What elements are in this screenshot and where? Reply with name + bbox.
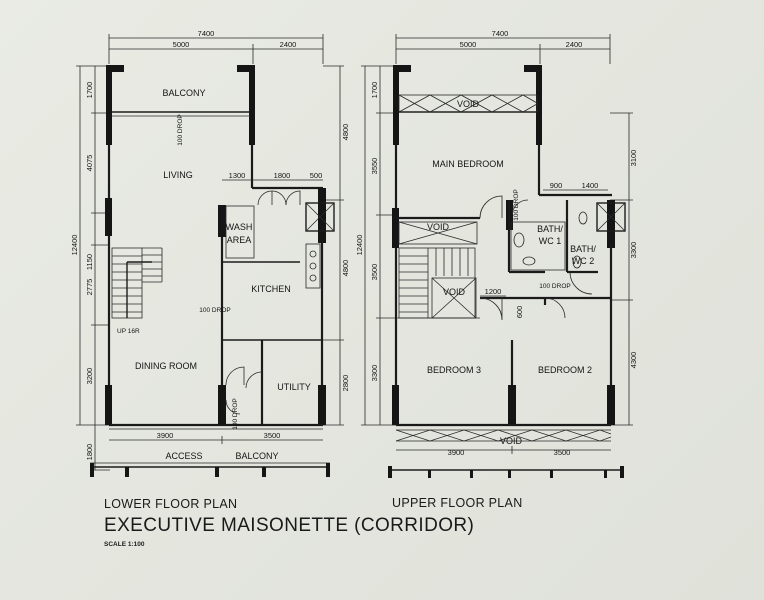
room-utility: UTILITY bbox=[277, 382, 311, 392]
lower-bottom-dimensions: 3900 3500 bbox=[109, 431, 323, 444]
upper-doors bbox=[479, 195, 593, 321]
upper-dim-900: 900 bbox=[550, 181, 563, 190]
lower-left-dimensions: 1700 4075 12400 1150 2775 3200 1800 bbox=[70, 65, 110, 471]
lower-dim-2775: 2775 bbox=[85, 279, 94, 296]
plan-title: EXECUTIVE MAISONETTE (CORRIDOR) bbox=[104, 515, 475, 536]
room-bedroom-3: BEDROOM 3 bbox=[427, 365, 481, 375]
room-bedroom-2: BEDROOM 2 bbox=[538, 365, 592, 375]
upper-dim-right-3300: 3300 bbox=[629, 242, 638, 259]
upper-dim-12400: 12400 bbox=[355, 235, 364, 256]
upper-rail bbox=[388, 466, 624, 478]
lower-right-dimensions: 4800 4800 2800 bbox=[323, 65, 350, 426]
lower-dim-5000: 5000 bbox=[173, 40, 190, 49]
upper-dim-2400: 2400 bbox=[566, 40, 583, 49]
upper-dim-1400: 1400 bbox=[582, 181, 599, 190]
label-access-balcony: BALCONY bbox=[235, 451, 278, 461]
upper-dim-total: 7400 bbox=[492, 29, 509, 38]
lower-dim-total: 7400 bbox=[198, 29, 215, 38]
room-dining: DINING ROOM bbox=[135, 361, 197, 371]
lower-dim-12400: 12400 bbox=[70, 235, 79, 256]
lower-doors bbox=[225, 190, 301, 415]
room-kitchen: KITCHEN bbox=[251, 284, 291, 294]
upper-dim-3500: 3500 bbox=[554, 448, 571, 457]
upper-dim-1700: 1700 bbox=[370, 82, 379, 99]
room-living: LIVING bbox=[163, 170, 193, 180]
room-wash-area-line1: WASH bbox=[226, 222, 253, 232]
room-bath2-line2: WC 2 bbox=[572, 256, 595, 266]
upper-dim-right-3100: 3100 bbox=[629, 150, 638, 167]
room-void-bottom: VOID bbox=[500, 436, 523, 446]
upper-dim-3300: 3300 bbox=[370, 365, 379, 382]
note-drop-main: 100 DROP bbox=[513, 189, 520, 220]
upper-top-dimensions: 7400 5000 2400 bbox=[395, 29, 611, 64]
lower-dim-1150: 1150 bbox=[85, 254, 94, 270]
upper-dim-600: 600 bbox=[515, 306, 524, 319]
upper-left-dimensions: 1700 3550 12400 3500 3300 bbox=[355, 65, 397, 426]
lower-dim-2400: 2400 bbox=[280, 40, 297, 49]
upper-dim-3550: 3550 bbox=[370, 158, 379, 175]
lower-dim-1300: 1300 bbox=[229, 171, 246, 180]
upper-floor-plan: 7400 5000 2400 1700 3550 12400 3500 3300 bbox=[355, 29, 638, 478]
label-access: ACCESS bbox=[165, 451, 202, 461]
lower-dim-right-2800: 2800 bbox=[341, 375, 350, 392]
lower-staircase bbox=[111, 247, 163, 319]
lower-dim-3500: 3500 bbox=[264, 431, 281, 440]
upper-staircase bbox=[398, 247, 476, 319]
upper-inner-dimensions: 900 1400 1200 600 bbox=[480, 181, 608, 318]
upper-dim-1200: 1200 bbox=[485, 287, 502, 296]
room-bath1-line1: BATH/ bbox=[537, 224, 563, 234]
upper-right-dimensions: 3100 3300 4300 bbox=[610, 112, 638, 426]
upper-walls bbox=[392, 65, 626, 427]
upper-bath-fixtures bbox=[510, 211, 588, 271]
room-void-stair: VOID bbox=[443, 287, 466, 297]
note-drop-balcony: 100 DROP bbox=[177, 114, 184, 145]
lower-dim-1700: 1700 bbox=[85, 82, 94, 99]
lower-dim-500: 500 bbox=[310, 171, 323, 180]
note-drop-utility: 100 DROP bbox=[232, 398, 239, 429]
lower-dim-3900: 3900 bbox=[157, 431, 174, 440]
note-up-16r: UP 16R bbox=[117, 328, 140, 335]
lower-dim-1800: 1800 bbox=[85, 444, 94, 461]
upper-dim-5000: 5000 bbox=[460, 40, 477, 49]
room-wash-area-line2: AREA bbox=[227, 235, 252, 245]
lower-dim-1800: 1800 bbox=[274, 171, 291, 180]
lower-floor-plan: 7400 5000 2400 1700 4075 12400 1150 2775… bbox=[70, 29, 350, 477]
lower-inner-dimensions: 1300 1800 500 bbox=[222, 171, 323, 181]
lower-kitchen-counter bbox=[305, 243, 321, 289]
room-void-top: VOID bbox=[457, 99, 480, 109]
lower-dim-4075: 4075 bbox=[85, 155, 94, 172]
upper-floor-caption: UPPER FLOOR PLAN bbox=[392, 496, 523, 510]
room-bath2-line1: BATH/ bbox=[570, 244, 596, 254]
room-balcony: BALCONY bbox=[162, 88, 205, 98]
lower-access-balcony bbox=[90, 462, 330, 477]
lower-dim-3200: 3200 bbox=[85, 368, 94, 385]
upper-dim-right-4300: 4300 bbox=[629, 352, 638, 369]
room-bath1-line2: WC 1 bbox=[539, 236, 562, 246]
room-main-bedroom: MAIN BEDROOM bbox=[432, 159, 504, 169]
note-drop-kitchen: 100 DROP bbox=[199, 307, 230, 314]
upper-bottom-dimensions: 3900 3500 bbox=[396, 446, 611, 457]
lower-dim-right-4800b: 4800 bbox=[341, 260, 350, 277]
scale-note: SCALE 1:100 bbox=[104, 541, 145, 548]
upper-voids bbox=[395, 94, 612, 442]
room-void-mid: VOID bbox=[427, 222, 450, 232]
lower-walls bbox=[105, 65, 335, 430]
upper-dim-3900: 3900 bbox=[448, 448, 465, 457]
lower-dim-right-4800a: 4800 bbox=[341, 124, 350, 141]
upper-dim-3500: 3500 bbox=[370, 264, 379, 281]
lower-top-dimensions: 7400 5000 2400 bbox=[108, 29, 324, 64]
note-drop-bath: 100 DROP bbox=[539, 283, 570, 290]
lower-floor-caption: LOWER FLOOR PLAN bbox=[104, 497, 238, 511]
